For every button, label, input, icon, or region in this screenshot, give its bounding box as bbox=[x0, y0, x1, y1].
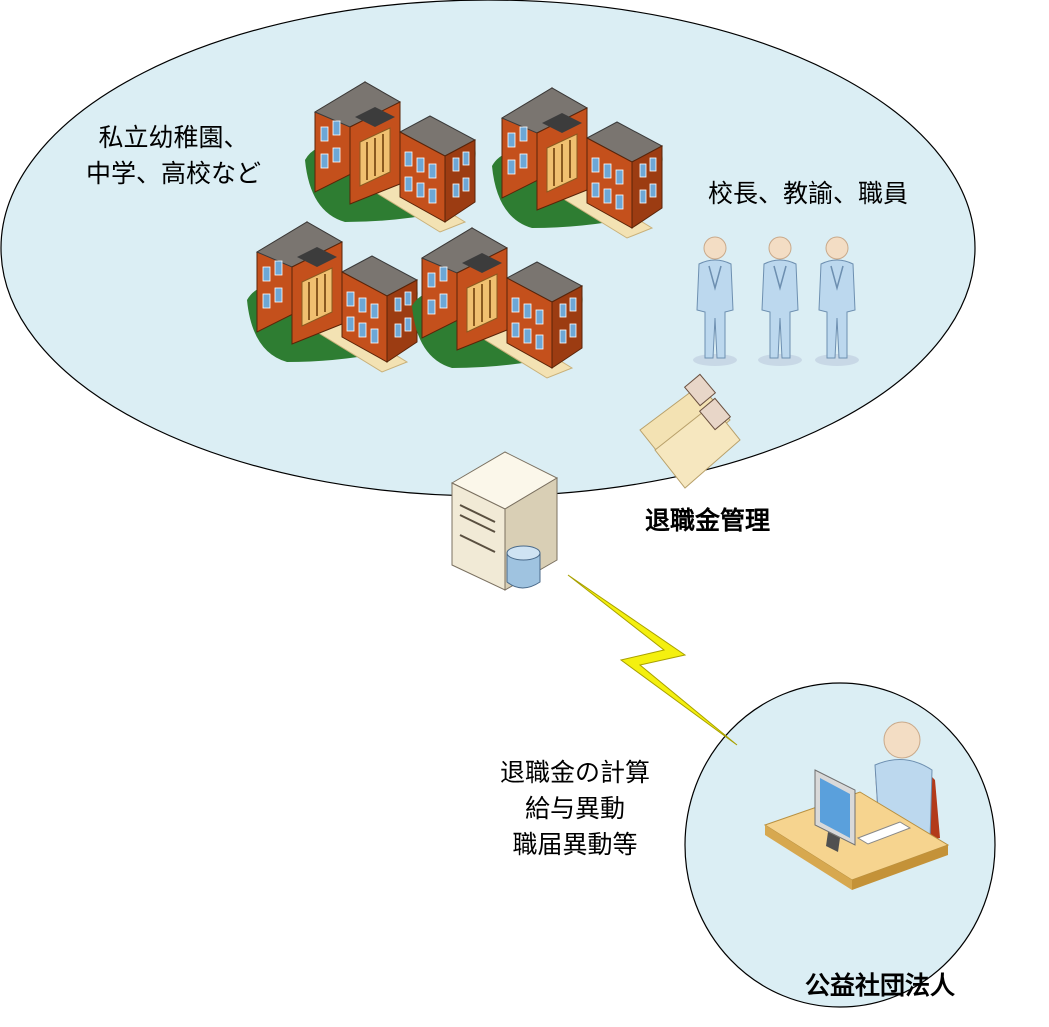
organization-label: 公益社団法人 bbox=[805, 971, 956, 1000]
desk-worker-icon bbox=[763, 721, 950, 890]
database-server-icon bbox=[450, 451, 559, 591]
schools-label: 私立幼稚園、 中学、高校など bbox=[86, 120, 261, 192]
tasks-label-line-1: 退職金の計算 bbox=[500, 758, 651, 787]
document-stack-icon bbox=[639, 373, 741, 489]
schools-label-line-2: 中学、高校など bbox=[86, 159, 262, 188]
staff-label: 校長、教諭、職員 bbox=[708, 179, 909, 208]
system-label: 退職金管理 bbox=[645, 506, 771, 535]
schools-label-line-1: 私立幼稚園、 bbox=[98, 123, 249, 152]
lightning-bolt-icon bbox=[567, 574, 738, 746]
tasks-label-line-2: 給与異動 bbox=[525, 794, 626, 823]
tasks-label: 退職金の計算 給与異動 職届異動等 bbox=[500, 755, 650, 863]
tasks-label-line-3: 職届異動等 bbox=[512, 830, 638, 859]
